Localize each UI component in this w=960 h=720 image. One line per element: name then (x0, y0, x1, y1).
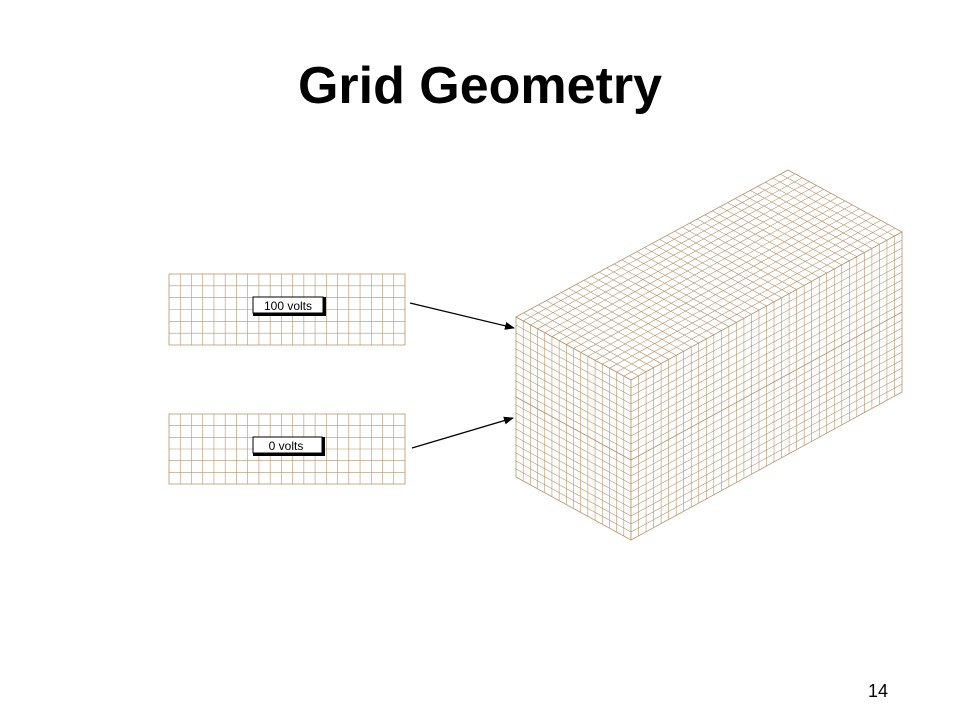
page-number: 14 (868, 681, 889, 701)
bottom-grid-arrow (411, 416, 514, 449)
top-voltage-label: 100 volts (252, 296, 326, 316)
top-voltage-text: 100 volts (264, 299, 312, 313)
bottom-voltage-text: 0 volts (269, 439, 304, 453)
top-3d-grid-slab (515, 169, 903, 461)
bottom-voltage-label: 0 volts (252, 436, 325, 456)
slide-title: Grid Geometry (297, 57, 663, 115)
top-grid-arrow (409, 302, 515, 330)
